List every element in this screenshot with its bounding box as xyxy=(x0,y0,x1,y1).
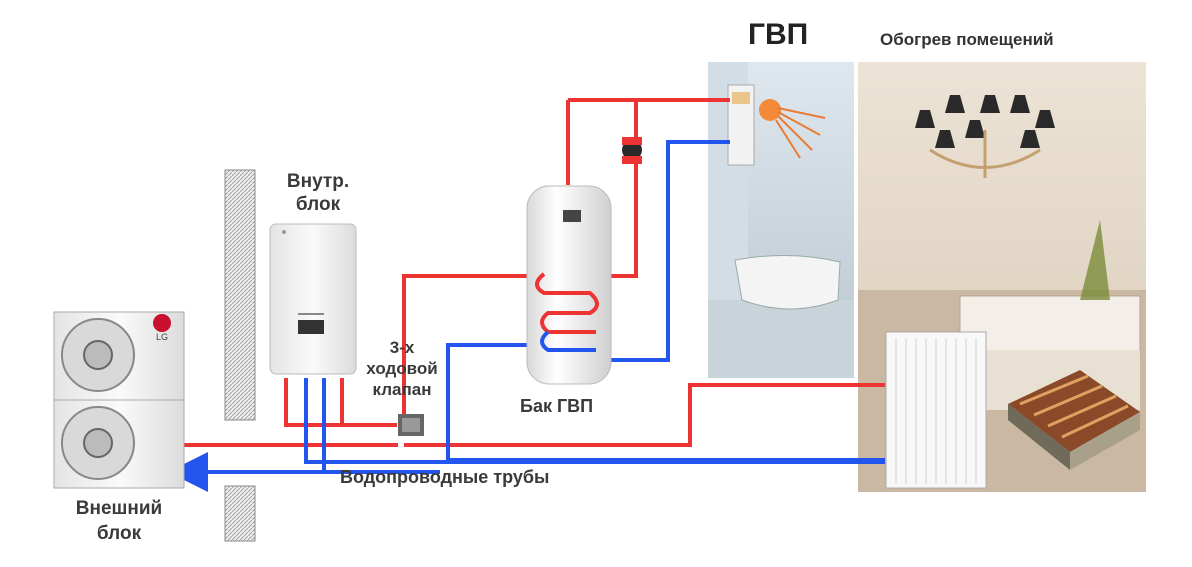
label-space-heating: Обогрев помещений xyxy=(880,30,1054,49)
label-dhw: ГВП xyxy=(748,18,809,51)
bedroom-image xyxy=(858,62,1146,492)
label-water-pipes: Водопроводные трубы xyxy=(340,467,550,487)
three-way-valve xyxy=(398,414,424,436)
wall-upper xyxy=(224,169,256,421)
brand-logo: LG xyxy=(156,332,168,342)
indoor-unit xyxy=(269,223,357,375)
return-pipes xyxy=(168,140,885,492)
label-outdoor-unit: Внешний блок xyxy=(75,498,163,544)
dhw-tank xyxy=(526,185,612,385)
supply-pipes xyxy=(180,98,885,447)
outdoor-unit: LG xyxy=(53,311,185,489)
label-three-way-valve: 3-х ходовой клапан xyxy=(366,338,438,399)
bathroom-image xyxy=(708,62,854,378)
label-dhw-tank: Бак ГВП xyxy=(520,396,594,416)
wall-lower xyxy=(224,485,256,542)
label-indoor-unit: Внутр. блок xyxy=(286,171,350,215)
circulation-pump xyxy=(622,137,642,164)
